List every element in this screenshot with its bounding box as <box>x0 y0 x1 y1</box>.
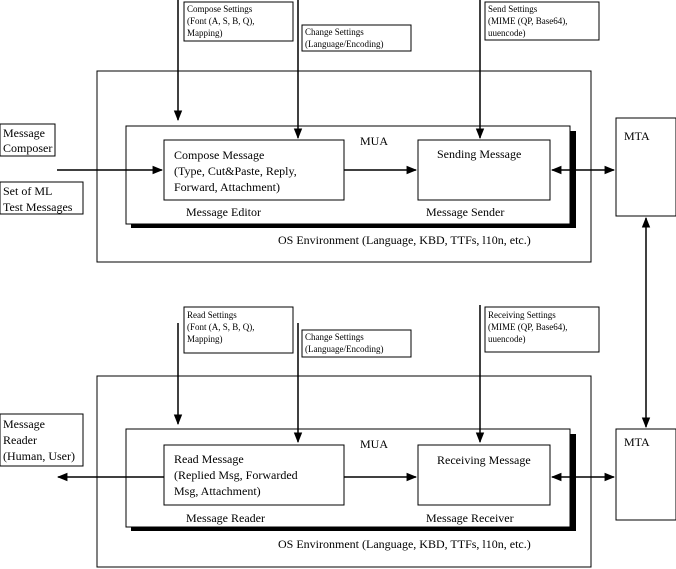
sending-message-label: Sending Message <box>437 147 521 161</box>
ml-test-messages-box <box>0 181 84 215</box>
message-editor-label: Message Editor <box>186 205 261 219</box>
reader-line-3: (Human, User) <box>3 449 75 463</box>
compose-message-line-1: Compose Message <box>174 148 264 162</box>
change-settings-bottom-line-2: (Language/Encoding) <box>305 344 383 354</box>
bottom-section: MUA Read Message (Replied Msg, Forwarded… <box>0 305 676 568</box>
send-settings-line-2: (MIME (QP, Base64), <box>488 16 568 26</box>
read-message-line-1: Read Message <box>174 452 244 466</box>
mua-label-top: MUA <box>360 134 388 148</box>
change-settings-bottom-line-1: Change Settings <box>305 332 364 342</box>
read-message-line-2: (Replied Msg, Forwarded <box>174 468 298 482</box>
receiving-settings-box <box>484 306 600 353</box>
os-environment-label-bottom: OS Environment (Language, KBD, TTFs, l10… <box>278 537 531 551</box>
send-settings-line-3: uuencode) <box>488 28 525 38</box>
read-settings-line-1: Read Settings <box>187 310 237 320</box>
message-reader-label: Message Reader <box>186 511 265 525</box>
compose-settings-box <box>183 1 294 42</box>
receiving-settings-line-1: Receiving Settings <box>488 310 556 320</box>
receiving-settings-line-2: (MIME (QP, Base64), <box>488 322 568 332</box>
receiving-message-box <box>417 444 551 506</box>
read-settings-line-3: Mapping) <box>187 334 223 344</box>
receiving-settings-line-3: uuencode) <box>488 334 525 344</box>
compose-message-line-2: (Type, Cut&Paste, Reply, <box>174 164 297 178</box>
change-settings-top-line-2: (Language/Encoding) <box>305 39 383 49</box>
reader-line-1: Message <box>3 417 45 431</box>
read-settings-box <box>183 306 294 354</box>
change-settings-box-top <box>301 24 412 52</box>
read-message-line-3: Msg, Attachment) <box>174 484 261 498</box>
composer-box <box>0 123 56 157</box>
compose-settings-line-3: Mapping) <box>187 28 223 38</box>
ml-test-messages-line-2: Test Messages <box>3 200 73 214</box>
change-settings-top-line-1: Change Settings <box>305 27 364 37</box>
reader-line-2: Reader <box>3 433 37 447</box>
compose-message-line-3: Forward, Attachment) <box>174 180 280 194</box>
mta-box-top <box>615 117 676 217</box>
sending-message-box <box>417 139 551 201</box>
os-environment-label-top: OS Environment (Language, KBD, TTFs, l10… <box>278 233 531 247</box>
send-settings-box <box>484 1 600 41</box>
read-settings-line-2: (Font (A, S, B, Q), <box>187 322 255 332</box>
mua-label-bottom: MUA <box>360 437 388 451</box>
composer-line-1: Message <box>3 126 45 140</box>
mta-label-top: MTA <box>624 129 650 143</box>
os-environment-box-bottom <box>96 375 592 568</box>
reader-box <box>0 413 84 467</box>
mta-box-bottom <box>615 428 676 521</box>
compose-settings-line-1: Compose Settings <box>187 4 253 14</box>
ml-test-messages-line-1: Set of ML <box>3 184 52 198</box>
mta-label-bottom: MTA <box>624 435 650 449</box>
read-message-box <box>163 444 345 506</box>
composer-line-2: Composer <box>3 141 52 155</box>
top-section: MUA Compose Message (Type, Cut&Paste, Re… <box>0 0 676 263</box>
message-receiver-label: Message Receiver <box>426 511 514 525</box>
send-settings-line-1: Send Settings <box>488 4 538 14</box>
compose-settings-line-2: (Font (A, S, B, Q), <box>187 16 255 26</box>
change-settings-box-bottom <box>301 329 412 358</box>
receiving-message-label: Receiving Message <box>437 453 531 467</box>
compose-message-box <box>163 139 345 201</box>
message-sender-label: Message Sender <box>426 205 504 219</box>
